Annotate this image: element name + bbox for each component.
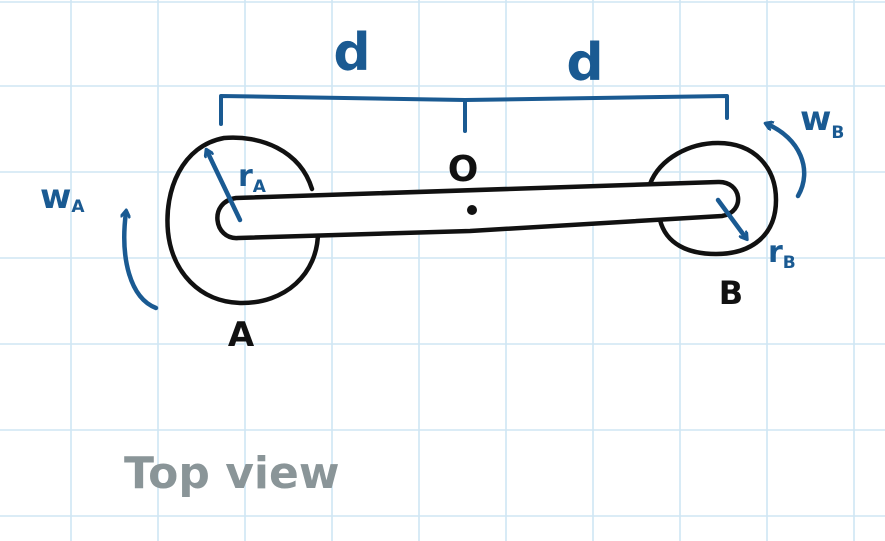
omega-a-label: wA (40, 177, 85, 217)
wheel-b-disc (647, 140, 779, 257)
wheel-a-label: A (228, 315, 255, 355)
dimension-bracket (219, 94, 729, 133)
omega-a-subscript: A (71, 197, 85, 217)
wheel-b-label: B (719, 274, 743, 312)
radius-b-subscript: B (783, 253, 796, 273)
distance-label-right: d (566, 33, 603, 93)
pivot-point (467, 205, 477, 215)
radius-b-label: rB (768, 235, 796, 273)
omega-b-symbol: w (800, 99, 831, 139)
omega-b-label: wB (800, 99, 844, 143)
bracket-bar (219, 94, 729, 126)
omega-b-subscript: B (831, 123, 844, 143)
radius-a-arrow (207, 151, 243, 223)
radius-b-symbol: r (768, 235, 783, 270)
omega-a-rotation-arrow (124, 212, 159, 311)
radius-a-label: rA (238, 159, 267, 197)
pivot-label: O (448, 149, 479, 190)
radius-a-symbol: r (238, 159, 253, 194)
wheel-a-disc (165, 135, 321, 306)
radius-b-arrow (715, 197, 746, 238)
caption-top-view: Top view (124, 448, 339, 499)
radius-a-subscript: A (253, 177, 267, 197)
connecting-rod (215, 179, 741, 241)
distance-label-left: d (333, 23, 370, 83)
omega-b-rotation-arrow (767, 124, 807, 199)
omega-a-symbol: w (40, 177, 71, 217)
